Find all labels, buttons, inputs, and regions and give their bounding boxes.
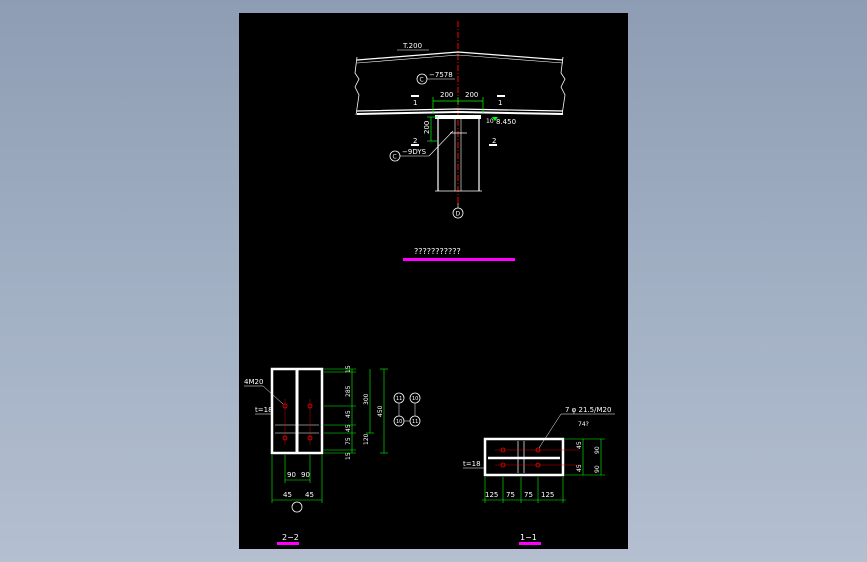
plate-1-1-outline — [483, 437, 565, 477]
dims-1-1-bottom — [482, 477, 566, 503]
cad-canvas: T.200 C −7578 1 1 200 200 — [244, 21, 615, 545]
beam-bottom-edge — [356, 108, 564, 112]
break-line-left — [354, 56, 360, 116]
elevation-title-underline — [403, 258, 515, 261]
dim-2-2-bottom-inner: 90 — [301, 471, 310, 479]
callout-bottom-leader-diag — [428, 130, 454, 157]
section-1-1-title-underline — [519, 542, 541, 545]
dim-200-vertical — [427, 116, 438, 142]
bolt-callout-1-1: 7 φ 21.5/M20 — [565, 406, 611, 414]
dims-2-2-right — [324, 368, 388, 454]
callout-sub-1-1: 74? — [578, 421, 589, 428]
axis-bubble — [452, 207, 464, 219]
dim-2-2-right: 45 — [345, 424, 352, 432]
dim-2-2-right: 75 — [345, 437, 352, 445]
section-2-2: 4M20 t=18 15 285 45 45 75 15 300 120 45 — [244, 365, 421, 545]
beam-top-edge — [356, 51, 564, 61]
section-2-2-title-underline — [277, 542, 299, 545]
dim-2-2-bottom-outer: 45 — [305, 491, 314, 499]
drawing-sheet: T.200 C −7578 1 1 200 200 — [239, 13, 628, 549]
section-mark-2-right — [489, 144, 497, 146]
dim-2-2-bottom-inner: 90 — [287, 471, 296, 479]
bolt-label-leader-diag — [262, 385, 284, 405]
callout-bottom-text: −9DYS — [402, 148, 427, 156]
plate-label-1-1: t=18 — [463, 460, 481, 468]
dim-2-2-bottom-outer: 45 — [283, 491, 292, 499]
marker-c-bottom-label: C — [393, 154, 397, 161]
section-1-1: 7 φ 21.5/M20 74? t=18 45 90 45 90 125 75… — [463, 406, 615, 545]
dim-1-1-bottom: 75 — [506, 491, 515, 499]
axis-bubble-label: D — [456, 211, 461, 218]
dim-2-2-overall: 450 — [377, 405, 384, 417]
dim-2-2-overall: 300 — [363, 393, 370, 405]
dim-1-1-right: 90 — [594, 446, 601, 454]
dim-1-1-bottom: 75 — [524, 491, 533, 499]
dim-2-2-overall: 120 — [363, 433, 370, 445]
level-text: 8.450 — [496, 118, 516, 126]
dim-1-1-right: 90 — [594, 465, 601, 473]
section-1-1-title: 1−1 — [520, 533, 537, 542]
beam-top-edge-inner — [356, 54, 564, 64]
dim-vertical-200: 200 — [423, 121, 431, 134]
break-line-right — [560, 56, 566, 116]
section-2-2-title: 2−2 — [282, 533, 299, 542]
section-mark-left — [411, 95, 419, 97]
dims-1-1-right — [565, 438, 605, 476]
dim-1-1-right: 45 — [576, 464, 583, 472]
elevation-title: ??????????? — [414, 247, 461, 256]
level-triangle — [492, 117, 498, 121]
column-cap-plate — [435, 115, 481, 119]
beam-size-label: T.200 — [402, 42, 422, 50]
section-mark-2-left-label: 2 — [413, 137, 417, 145]
beam-bottom-edge-inner — [356, 110, 564, 115]
plate-label-2-2: t=18 — [255, 406, 273, 414]
section-mark-right-label: 1 — [498, 99, 502, 107]
marker-circle-label: 11 — [412, 419, 418, 425]
section-mark-left-label: 1 — [413, 99, 417, 107]
dim-2-2-right: 45 — [345, 410, 352, 418]
dim-1-1-right: 45 — [576, 441, 583, 449]
marker-circle-label: 10 — [412, 396, 418, 402]
marker-circle-label: 10 — [396, 419, 402, 425]
marker-circle-label: 11 — [396, 396, 402, 402]
callout-top-text: −7578 — [429, 71, 453, 79]
section-mark-right — [497, 95, 505, 97]
section-mark-2-right-label: 2 — [492, 137, 496, 145]
marker-c-top-label: C — [420, 77, 424, 84]
section-mark-2-left — [411, 144, 419, 146]
dim-200-horizontal — [432, 97, 484, 113]
dims-2-2-bottom — [271, 455, 323, 503]
dim-1-1-bottom: 125 — [541, 491, 554, 499]
dim-1-1-bottom: 125 — [485, 491, 498, 499]
section-2-2-bubble — [291, 501, 303, 513]
elevation-detail: T.200 C −7578 1 1 200 200 — [354, 21, 566, 261]
dim-2-2-right: 285 — [345, 385, 352, 397]
bolt-callout-leader-diag — [538, 413, 562, 449]
dim-2-2-right: 15 — [345, 452, 352, 460]
dim-left-200: 200 — [440, 91, 453, 99]
dim-right-200: 200 — [465, 91, 478, 99]
bolt-label-2-2: 4M20 — [244, 378, 263, 386]
level-mark: 10 — [486, 118, 494, 125]
dim-2-2-right: 15 — [345, 365, 352, 373]
